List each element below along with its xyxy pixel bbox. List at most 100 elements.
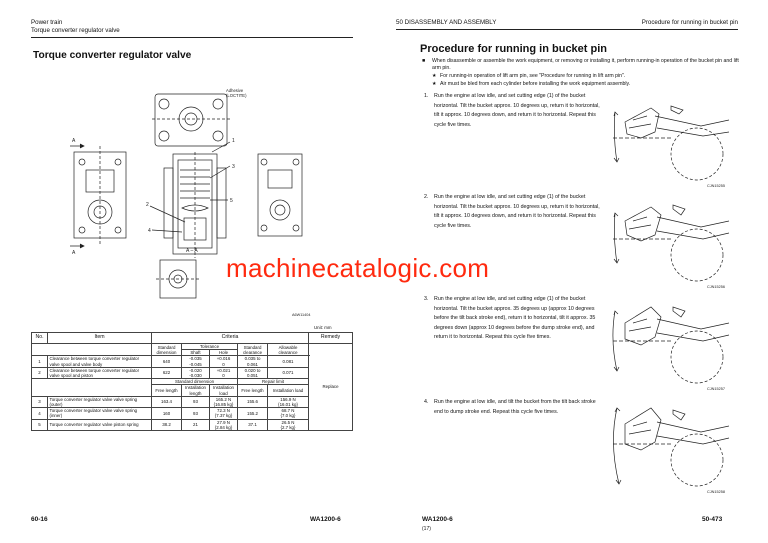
step-2: 2. Run the engine at low idle, and set c…	[424, 193, 602, 231]
right-page-title: Procedure for running in bucket pin	[420, 43, 608, 55]
star-icon: ★	[432, 73, 437, 79]
row-hole: +0.016 0	[209, 355, 238, 368]
row-item: Clearance between torque converter regul…	[47, 366, 152, 380]
table-header-row: No. Item Criteria Remedy	[31, 332, 353, 344]
row-rep-load: 156.9 N {16.01 kg}	[267, 395, 309, 409]
bucket-tilt-figure-1: CJN15255	[613, 105, 730, 188]
regulator-valve-drawing: Adhesive (LOCTITE) A A A – A 1 3 2 4 5 A…	[70, 88, 311, 317]
figure-code: A6W11404	[292, 313, 311, 317]
table-header-repair-limit: Repair limit	[237, 378, 309, 386]
row-rep-load: 26.5 N {2.7 kg}	[267, 418, 309, 432]
left-footer-page: 60-16	[31, 516, 48, 523]
table-row: 3 Torque converter regulator valve valve…	[31, 395, 353, 409]
left-page-title: Torque converter regulator valve	[33, 50, 192, 61]
col-remedy: Remedy	[308, 332, 353, 344]
col-criteria: Criteria	[151, 332, 309, 344]
step-text: Run the engine at low idle, and set cutt…	[434, 93, 600, 128]
table-subheader-row: Standard dimension Repair limit	[31, 378, 353, 397]
figure-code: CJN15256	[707, 285, 725, 289]
row-free: 38.2	[151, 418, 182, 432]
section-label-a-bottom: A	[72, 250, 76, 256]
left-footer-model: WA1200-6	[310, 516, 341, 523]
table-row: 4 Torque converter regulator valve valve…	[31, 407, 353, 420]
star-icon: ★	[432, 81, 437, 87]
row-inst-load: 165.2 N {16.85 kg}	[209, 395, 238, 409]
table-row: 2 Clearance between torque converter reg…	[31, 366, 353, 380]
row-std: 622	[151, 366, 182, 380]
row-no: 2	[31, 366, 48, 380]
left-header-rule	[31, 37, 353, 38]
left-header-subsection: Torque converter regulator valve	[31, 27, 120, 34]
row-std: 640	[151, 355, 182, 368]
section-view-label: A – A	[186, 248, 198, 254]
callout-4: 4	[148, 228, 151, 234]
table-row: 5 Torque converter regulator valve pisto…	[31, 418, 353, 432]
table-header-inst-load-limit: Installation load	[267, 384, 309, 397]
table-header-allow-clearance: Allowable clearance	[267, 342, 309, 357]
table-header-std-dim: Standard dimension	[151, 342, 182, 357]
unit-label: Unit: mm	[314, 325, 332, 330]
row-item: Torque converter regulator valve piston …	[47, 418, 152, 432]
row-shaft: -0.035 -0.045	[181, 355, 210, 368]
row-allow-clearance: 0.081	[267, 355, 309, 368]
bucket-tilt-figure-3: CJN15257	[612, 306, 730, 391]
row-hole: +0.021 0	[209, 366, 238, 380]
star-note-2: ★ Air must be bled from each cylinder be…	[432, 81, 748, 88]
row-item: Torque converter regulator valve valve s…	[47, 407, 152, 420]
left-header-section: Power train	[31, 19, 63, 26]
remedy-cell: Replace	[308, 342, 353, 432]
left-page: Power train Torque converter regulator v…	[31, 19, 353, 523]
bucket-tilt-figure-2: CJN15256	[613, 204, 730, 289]
row-std-clearance: 0.035 to 0.061	[237, 355, 268, 368]
criteria-table: No. Item Criteria Remedy 1 Standard dime…	[31, 332, 353, 432]
row-inst-len: 93	[181, 407, 210, 420]
row-free: 160	[151, 407, 182, 420]
section-label-a-top: A	[72, 138, 76, 144]
step-3: 3. Run the engine at low idle, and set c…	[424, 295, 602, 343]
row-rep-load: 68.7 N {7.0 kg}	[267, 407, 309, 420]
adhesive-note-line1: Adhesive	[226, 88, 244, 93]
row-inst-len: 93	[181, 395, 210, 409]
row-free: 163.4	[151, 395, 182, 409]
right-page: 50 DISASSEMBLY AND ASSEMBLY Procedure fo…	[384, 0, 768, 543]
table-cell	[31, 342, 152, 357]
row-inst-len: 21	[181, 418, 210, 432]
row-rep-free: 155.2	[237, 407, 268, 420]
step-number: 1.	[424, 93, 429, 99]
figure-code: CJN15255	[707, 184, 725, 188]
table-header-std-clearance: Standard clearance	[237, 342, 268, 357]
star-note-1: ★ For running-in operation of lift arm p…	[432, 73, 748, 80]
row-no: 3	[31, 395, 48, 409]
step-text: Run the engine at low idle, and set cutt…	[434, 194, 600, 229]
intro-text: When disassemble or assemble the work eq…	[432, 58, 739, 72]
row-allow-clearance: 0.071	[267, 366, 309, 380]
callout-3: 3	[232, 164, 235, 170]
callout-5: 5	[230, 198, 233, 204]
right-footer-page: 50-473	[702, 516, 723, 523]
row-no: 4	[31, 407, 48, 420]
row-item: Torque converter regulator valve valve s…	[47, 395, 152, 409]
col-no: No.	[31, 332, 48, 344]
table-cell	[31, 378, 152, 397]
star-note-2-text: Air must be bled from each cylinder befo…	[440, 81, 631, 87]
table-header-inst-load: Installation load	[209, 384, 238, 397]
step-number: 4.	[424, 399, 429, 405]
right-footer-sub: (17)	[422, 526, 431, 532]
col-item: Item	[47, 332, 152, 344]
table-header-free-length-limit: Free length	[237, 384, 268, 397]
intro-paragraph: ■ When disassemble or assemble the work …	[422, 58, 748, 73]
step-text: Run the engine at low idle, and tilt the…	[434, 399, 596, 415]
figure-code: CJN15257	[707, 387, 725, 391]
adhesive-note-line2: (LOCTITE)	[226, 93, 247, 98]
table-header-free-length: Free length	[151, 384, 182, 397]
table-subheader-row: 1 Standard dimension Tolerance Standard …	[31, 342, 353, 432]
row-inst-load: 27.9 N {2.84 kg}	[209, 418, 238, 432]
table-row: 1 Clearance between torque converter reg…	[31, 355, 353, 368]
step-number: 2.	[424, 194, 429, 200]
step-1: 1. Run the engine at low idle, and set c…	[424, 92, 602, 130]
callout-2: 2	[146, 202, 149, 208]
step-text: Run the engine at low idle, and set cutt…	[434, 296, 596, 341]
row-item: Clearance between torque converter regul…	[47, 355, 152, 368]
row-no: 5	[31, 418, 48, 432]
row-std-clearance: 0.020 to 0.051	[237, 366, 268, 380]
